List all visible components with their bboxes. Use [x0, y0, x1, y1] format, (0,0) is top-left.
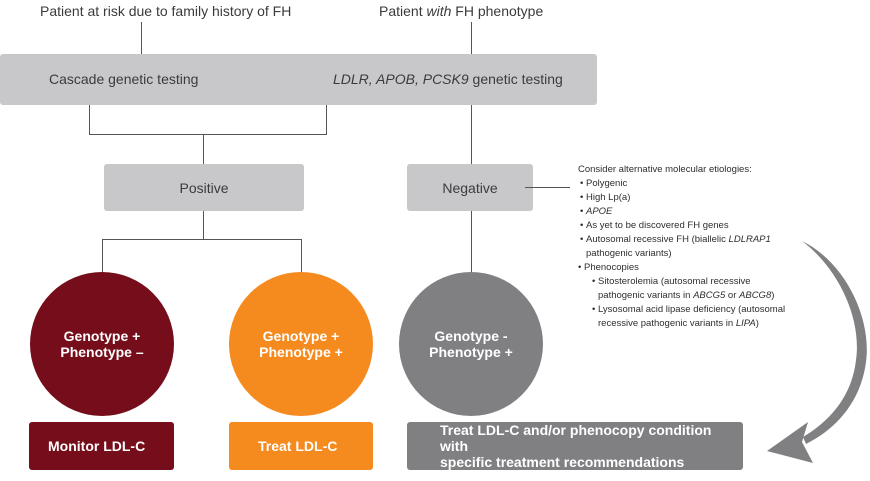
negative-label: Negative — [442, 179, 498, 196]
connector-to-negative — [471, 105, 472, 164]
note-phenocopies: •Phenocopies — [578, 261, 785, 275]
note-lal-gene: LIPA — [735, 318, 756, 329]
monitor-ldl-box: Monitor LDL-C — [29, 422, 174, 470]
note-polygenic: •Polygenic — [578, 177, 785, 191]
note-apoe-text: APOE — [586, 206, 613, 217]
treat-ldl-box: Treat LDL-C — [229, 422, 373, 470]
note-sito-gene-1: ABCG5 — [693, 290, 726, 301]
treat-phenocopy-box: Treat LDL-C and/or phenocopy condition w… — [407, 422, 743, 470]
note-lal-close: ) — [755, 318, 759, 329]
note-undiscovered-text: As yet to be discovered FH genes — [586, 220, 729, 231]
gene-testing-label: LDLR, APOB, PCSK9 genetic testing — [333, 71, 563, 87]
note-lal-deficiency-cont: recessive pathogenic variants in LIPA) — [578, 317, 785, 331]
note-ar-fh-text: Autosomal recessive FH (biallelic — [586, 234, 729, 245]
label-family-history: Patient at risk due to family history of… — [40, 3, 292, 19]
label-fh-phenotype-suffix: FH phenotype — [451, 3, 544, 19]
alternative-etiologies-notes: Consider alternative molecular etiologie… — [578, 163, 785, 331]
split-to-circle-2 — [301, 239, 302, 272]
note-ar-fh: •Autosomal recessive FH (biallelic LDLRA… — [578, 233, 785, 247]
bullet: • — [580, 234, 584, 245]
note-sito-text: Sitosterolemia (autosomal recessive — [598, 276, 751, 287]
circle-genotype-neg-phenotype-pos: Genotype - Phenotype + — [399, 272, 543, 416]
note-sitosterolemia: •Sitosterolemia (autosomal recessive — [578, 275, 785, 289]
circle-1-line-2: Phenotype – — [60, 344, 144, 360]
bracket-left-vertical — [89, 105, 90, 135]
note-sito-or: or — [725, 290, 740, 301]
curved-arrow-shaft — [802, 241, 867, 444]
bullet: • — [580, 192, 584, 203]
curved-arrow-head — [767, 422, 813, 463]
note-lpa-text: High Lp(a) — [586, 192, 631, 203]
connector-left-top — [141, 22, 142, 54]
monitor-ldl-label: Monitor LDL-C — [48, 438, 146, 454]
circle-3-line-2: Phenotype + — [429, 344, 513, 360]
note-ar-fh-cont: pathogenic variants) — [586, 248, 672, 259]
note-sito-gene-2: ABCG8 — [739, 290, 772, 301]
bullet: • — [580, 220, 584, 231]
bullet: • — [580, 178, 584, 189]
label-fh-phenotype: Patient with FH phenotype — [379, 3, 543, 19]
connector-negative-to-notes — [525, 187, 570, 188]
gene-list: LDLR, APOB, PCSK9 — [333, 71, 469, 87]
connector-right-top — [471, 22, 472, 54]
label-fh-phenotype-prefix: Patient — [379, 3, 427, 19]
positive-drop — [203, 211, 204, 239]
note-sito-prefix: pathogenic variants in — [598, 290, 694, 301]
treat-ldl-label: Treat LDL-C — [258, 438, 338, 454]
positive-split-horizontal — [102, 239, 302, 240]
negative-result-box: Negative — [407, 164, 533, 211]
negative-to-circle-3 — [471, 211, 472, 272]
bullet: • — [580, 206, 584, 217]
note-lpa: •High Lp(a) — [578, 191, 785, 205]
bullet: • — [578, 262, 582, 273]
note-polygenic-text: Polygenic — [586, 178, 628, 189]
circle-genotype-pos-phenotype-pos: Genotype + Phenotype + — [229, 272, 373, 416]
circle-2-line-2: Phenotype + — [259, 344, 343, 360]
bracket-to-positive — [203, 134, 204, 164]
note-phenocopies-text: Phenocopies — [584, 262, 639, 273]
positive-label: Positive — [179, 179, 229, 196]
note-ar-fh-gene: LDLRAP1 — [728, 234, 771, 245]
cascade-testing-label: Cascade genetic testing — [49, 71, 199, 87]
note-sitosterolemia-cont: pathogenic variants in ABCG5 or ABCG8) — [578, 289, 785, 303]
split-to-circle-1 — [102, 239, 103, 272]
bullet: • — [592, 304, 596, 315]
bracket-horizontal — [89, 134, 327, 135]
note-lal-deficiency: •Lysosomal acid lipase deficiency (autos… — [578, 303, 785, 317]
bracket-right-vertical — [326, 105, 327, 135]
note-sito-close: ) — [771, 290, 775, 301]
positive-result-box: Positive — [104, 164, 304, 211]
note-apoe: •APOE — [578, 205, 785, 219]
note-lal-prefix: recessive pathogenic variants in — [598, 318, 736, 329]
note-lal-text: Lysosomal acid lipase deficiency (autoso… — [598, 304, 786, 315]
note-undiscovered: •As yet to be discovered FH genes — [578, 219, 785, 233]
treat-phenocopy-line-2: specific treatment recommendations — [440, 454, 685, 470]
circle-genotype-pos-phenotype-neg: Genotype + Phenotype – — [30, 272, 174, 416]
treat-phenocopy-line-1: Treat LDL-C and/or phenocopy condition w… — [440, 422, 712, 454]
bullet: • — [592, 276, 596, 287]
notes-heading: Consider alternative molecular etiologie… — [578, 164, 752, 175]
circle-1-line-1: Genotype + — [63, 328, 141, 344]
gene-testing-suffix: genetic testing — [468, 71, 563, 87]
label-fh-phenotype-italic: with — [426, 3, 452, 19]
circle-3-line-1: Genotype - — [434, 328, 508, 344]
genetic-testing-bar — [0, 54, 597, 105]
circle-2-line-1: Genotype + — [262, 328, 340, 344]
